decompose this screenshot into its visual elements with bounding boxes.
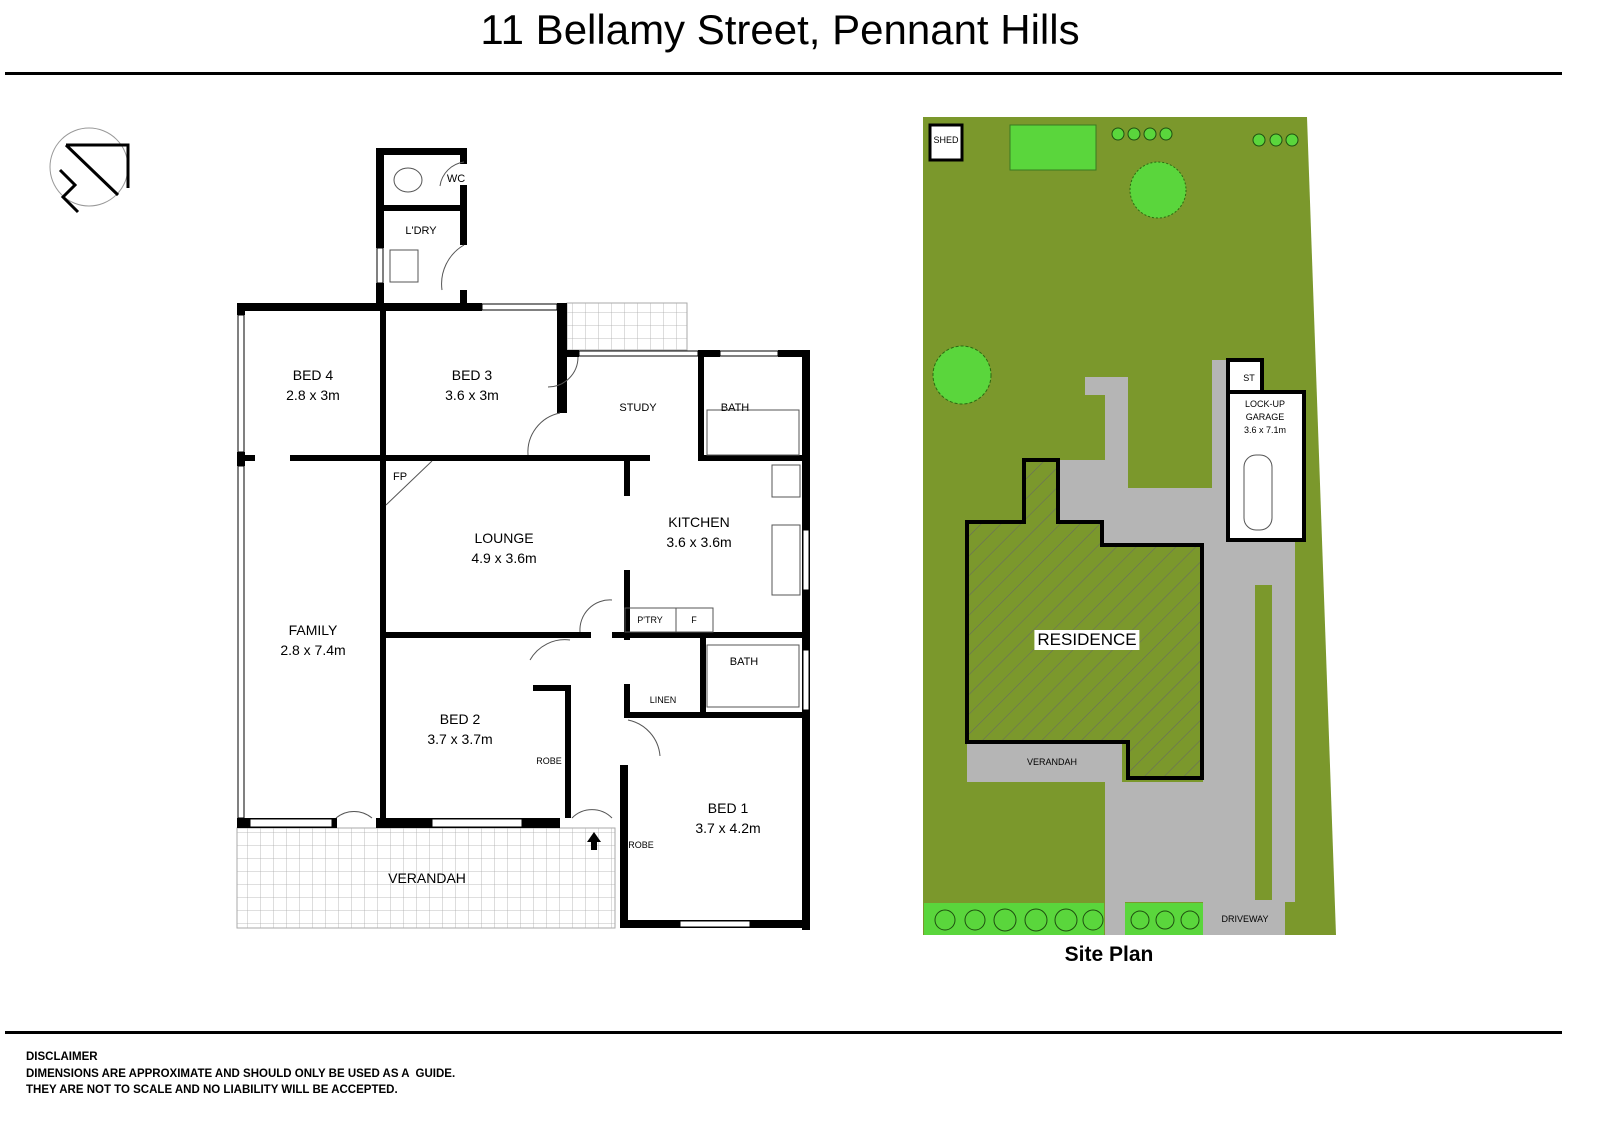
- linen-label: LINEN: [649, 695, 677, 705]
- disclaimer-line: DIMENSIONS ARE APPROXIMATE AND SHOULD ON…: [26, 1067, 456, 1080]
- room-label-bed2: BED 2 3.7 x 3.7m: [427, 709, 492, 749]
- disclaimer: DISCLAIMER DIMENSIONS ARE APPROXIMATE AN…: [26, 1049, 455, 1099]
- room-name: LOUNGE: [474, 530, 534, 546]
- rear-stairs: [566, 302, 688, 351]
- shed: [928, 123, 964, 162]
- room-name: BED 3: [451, 367, 493, 383]
- room-size: 3.6 x 3m: [445, 387, 499, 403]
- room-label-bath-upper: BATH: [720, 402, 750, 414]
- robe-label-bed2: ROBE: [536, 756, 562, 766]
- room-size: 2.8 x 7.4m: [280, 642, 346, 658]
- page-title: 11 Bellamy Street, Pennant Hills: [480, 6, 1080, 53]
- tree-icon: [932, 345, 992, 405]
- disclaimer-line: THEY ARE NOT TO SCALE AND NO LIABILITY W…: [26, 1084, 398, 1096]
- footer-divider: [5, 1031, 1562, 1034]
- garage-label: LOCK-UP GARAGE 3.6 x 7.1m: [1244, 398, 1286, 437]
- room-label-bed3: BED 3 3.6 x 3m: [445, 365, 499, 405]
- room-name: BED 1: [707, 800, 749, 816]
- fridge-label: F: [691, 615, 697, 625]
- verandah-label: VERANDAH: [388, 870, 466, 886]
- room-name: BED 2: [439, 711, 481, 727]
- disclaimer-heading: DISCLAIMER: [26, 1051, 98, 1063]
- driveway-label: DRIVEWAY: [1221, 914, 1269, 924]
- room-name: KITCHEN: [668, 514, 730, 530]
- garden-bed: [1009, 124, 1097, 171]
- car-icon: [1243, 454, 1273, 531]
- robe-label-bed1: ROBE: [628, 840, 654, 850]
- room-size: 2.8 x 3m: [286, 387, 340, 403]
- room-size: 3.7 x 3.7m: [427, 731, 493, 747]
- room-label-bed4: BED 4 2.8 x 3m: [286, 365, 340, 405]
- room-label-bed1: BED 1 3.7 x 4.2m: [695, 798, 760, 838]
- site-plan-title: Site Plan: [1064, 943, 1154, 966]
- store-label: ST: [1243, 373, 1255, 383]
- driveway-strip: [1255, 585, 1272, 900]
- room-label-laundry: L'DRY: [405, 225, 437, 237]
- tree-icon: [1129, 161, 1187, 219]
- north-arrow-icon: [49, 127, 130, 214]
- room-label-kitchen: KITCHEN 3.6 x 3.6m: [666, 512, 731, 552]
- garage-name: LOCK-UP: [1244, 399, 1285, 409]
- room-label-lounge: LOUNGE 4.9 x 3.6m: [471, 528, 536, 568]
- room-label-wc: WC: [446, 173, 466, 185]
- room-label-study: STUDY: [619, 402, 657, 414]
- room-label-bath-lower: BATH: [729, 656, 759, 668]
- room-name: BED 4: [292, 367, 334, 383]
- pantry-label: P'TRY: [637, 615, 663, 625]
- residence-label: RESIDENCE: [1034, 630, 1140, 650]
- fireplace-label: FP: [392, 471, 408, 483]
- room-size: 3.7 x 4.2m: [695, 820, 761, 836]
- header-divider: [5, 72, 1562, 75]
- room-size: 3.6 x 3.6m: [666, 534, 732, 550]
- entry-arrow-icon: [587, 832, 601, 850]
- garage-name: GARAGE: [1245, 412, 1285, 422]
- room-size: 4.9 x 3.6m: [471, 550, 537, 566]
- residence: [965, 458, 1204, 780]
- store: [1226, 358, 1264, 394]
- shed-label: SHED: [933, 135, 959, 145]
- site-verandah-label: VERANDAH: [1026, 757, 1078, 767]
- verandah-floor: [236, 827, 616, 929]
- fixtures: [335, 161, 801, 819]
- windows: [237, 247, 810, 928]
- room-label-family: FAMILY 2.8 x 7.4m: [280, 620, 345, 660]
- room-name: FAMILY: [288, 622, 338, 638]
- garage-size: 3.6 x 7.1m: [1243, 425, 1287, 435]
